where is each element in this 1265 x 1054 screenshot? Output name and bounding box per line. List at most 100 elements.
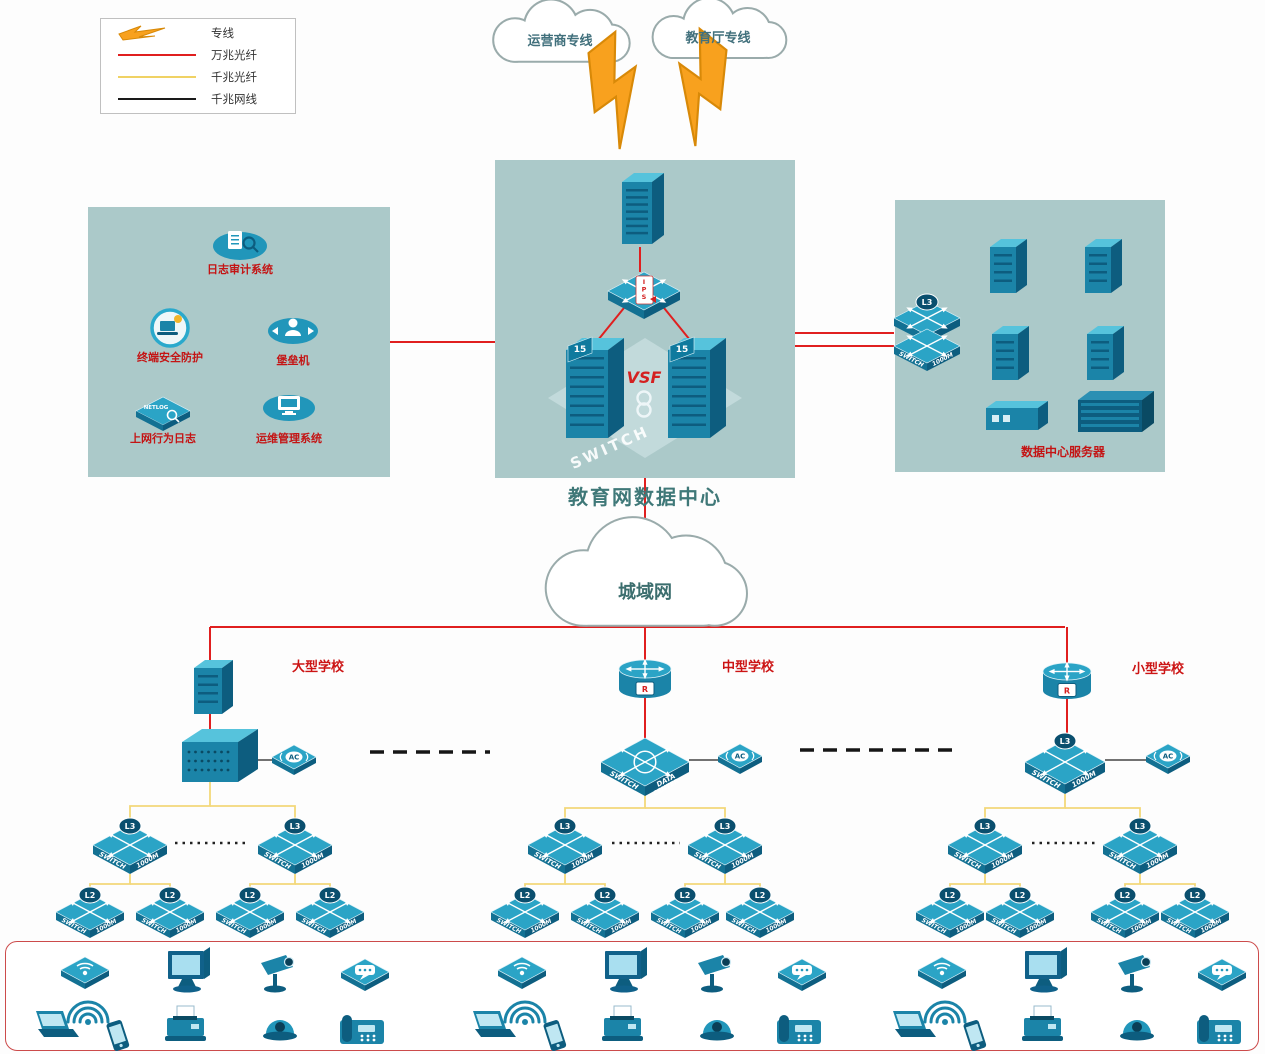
datacenter-panel: [495, 160, 795, 478]
svg-text:1000M: 1000M: [990, 851, 1016, 870]
cloud-man-label: 城域网: [618, 582, 672, 603]
svg-text:L3: L3: [1135, 822, 1146, 831]
svg-text:L2: L2: [85, 891, 96, 900]
svg-text:SWITCH: SWITCH: [575, 917, 602, 936]
svg-text:L2: L2: [325, 891, 336, 900]
yellow-line-icon: [109, 76, 205, 78]
school1-ac-icon: AC: [271, 744, 317, 775]
svg-text:AC: AC: [289, 754, 300, 762]
svg-text:SWITCH: SWITCH: [655, 917, 682, 936]
svg-text:L2: L2: [245, 891, 256, 900]
school-medium-label: 中型学校: [721, 660, 774, 675]
svg-text:1000M: 1000M: [95, 918, 118, 935]
svg-text:AC: AC: [1163, 753, 1174, 761]
svg-text:SWITCH: SWITCH: [953, 850, 983, 871]
school1-core-icon: [182, 729, 258, 782]
svg-text:1000M: 1000M: [135, 851, 161, 870]
cloud-isp: [492, 0, 631, 63]
svg-text:SWITCH: SWITCH: [533, 850, 563, 871]
svg-text:SWITCH: SWITCH: [495, 917, 522, 936]
continuation-dashes: [175, 748, 1096, 845]
svg-text:R: R: [642, 685, 648, 694]
school1-gateway-icon: [194, 660, 233, 714]
svg-text:SWITCH: SWITCH: [608, 769, 639, 791]
svg-text:CENTER: CENTER: [652, 777, 681, 798]
svg-text:L2: L2: [600, 891, 611, 900]
svg-text:1000M: 1000M: [1130, 918, 1153, 935]
svg-text:1000M: 1000M: [1025, 918, 1048, 935]
svg-text:SWITCH: SWITCH: [1030, 768, 1061, 790]
svg-text:SWITCH: SWITCH: [1108, 850, 1138, 871]
legend-label: 万兆光纤: [211, 48, 257, 62]
svg-text:1000M: 1000M: [1145, 851, 1171, 870]
svg-text:L2: L2: [945, 891, 956, 900]
svg-text:L3: L3: [125, 822, 136, 831]
svg-text:SWITCH: SWITCH: [263, 850, 293, 871]
svg-text:L2: L2: [165, 891, 176, 900]
legend-row-10g: 万兆光纤: [109, 45, 287, 65]
school2-ac-icon: AC: [717, 743, 763, 774]
svg-text:1000M: 1000M: [570, 851, 596, 870]
svg-text:L3: L3: [720, 822, 731, 831]
svg-text:SWITCH: SWITCH: [140, 917, 167, 936]
svg-text:SWITCH: SWITCH: [693, 850, 723, 871]
svg-text:R: R: [1064, 687, 1070, 696]
svg-text:1000M: 1000M: [690, 918, 713, 935]
links-1g-fiber: [89, 782, 1196, 894]
lightning-icon: [109, 24, 205, 42]
svg-text:DATA: DATA: [655, 772, 677, 789]
svg-text:SWITCH: SWITCH: [300, 917, 327, 936]
security-panel: [88, 207, 390, 477]
svg-text:SWITCH: SWITCH: [1165, 917, 1192, 936]
svg-text:SWITCH: SWITCH: [920, 917, 947, 936]
svg-text:SWITCH: SWITCH: [730, 917, 757, 936]
svg-text:L3: L3: [1060, 737, 1071, 746]
svg-text:1000M: 1000M: [1071, 769, 1098, 789]
school3-ac-icon: AC: [1145, 743, 1191, 774]
svg-text:L2: L2: [1190, 891, 1201, 900]
svg-text:SWITCH: SWITCH: [98, 850, 128, 871]
svg-text:1000M: 1000M: [530, 918, 553, 935]
svg-text:AC: AC: [735, 753, 746, 761]
datacenter-title: 教育网数据中心: [568, 485, 722, 509]
lightning-bolt-1: [587, 29, 638, 150]
lightning-bolt-2: [677, 26, 728, 147]
school3-router-icon: R: [1042, 661, 1092, 700]
cloud-man: [544, 516, 748, 627]
svg-text:L2: L2: [520, 891, 531, 900]
svg-text:L3: L3: [560, 822, 571, 831]
legend-label: 千兆光纤: [211, 70, 257, 84]
school2-router-icon: R: [618, 658, 672, 698]
legend-row-1g-copper: 千兆网线: [109, 89, 287, 109]
svg-text:SWITCH: SWITCH: [60, 917, 87, 936]
legend-label: 千兆网线: [211, 92, 257, 106]
svg-text:1000M: 1000M: [175, 918, 198, 935]
svg-text:1000M: 1000M: [955, 918, 978, 935]
legend: 专线 万兆光纤 千兆光纤 千兆网线: [100, 18, 296, 114]
black-line-icon: [109, 98, 205, 100]
school-small-label: 小型学校: [1131, 662, 1184, 677]
svg-text:L3: L3: [290, 822, 301, 831]
svg-text:SWITCH: SWITCH: [990, 917, 1017, 936]
svg-text:SWITCH: SWITCH: [220, 917, 247, 936]
school-large-label: 大型学校: [291, 660, 344, 675]
svg-text:1000M: 1000M: [1200, 918, 1223, 935]
svg-text:1000M: 1000M: [335, 918, 358, 935]
svg-text:L2: L2: [680, 891, 691, 900]
svg-text:1000M: 1000M: [730, 851, 756, 870]
